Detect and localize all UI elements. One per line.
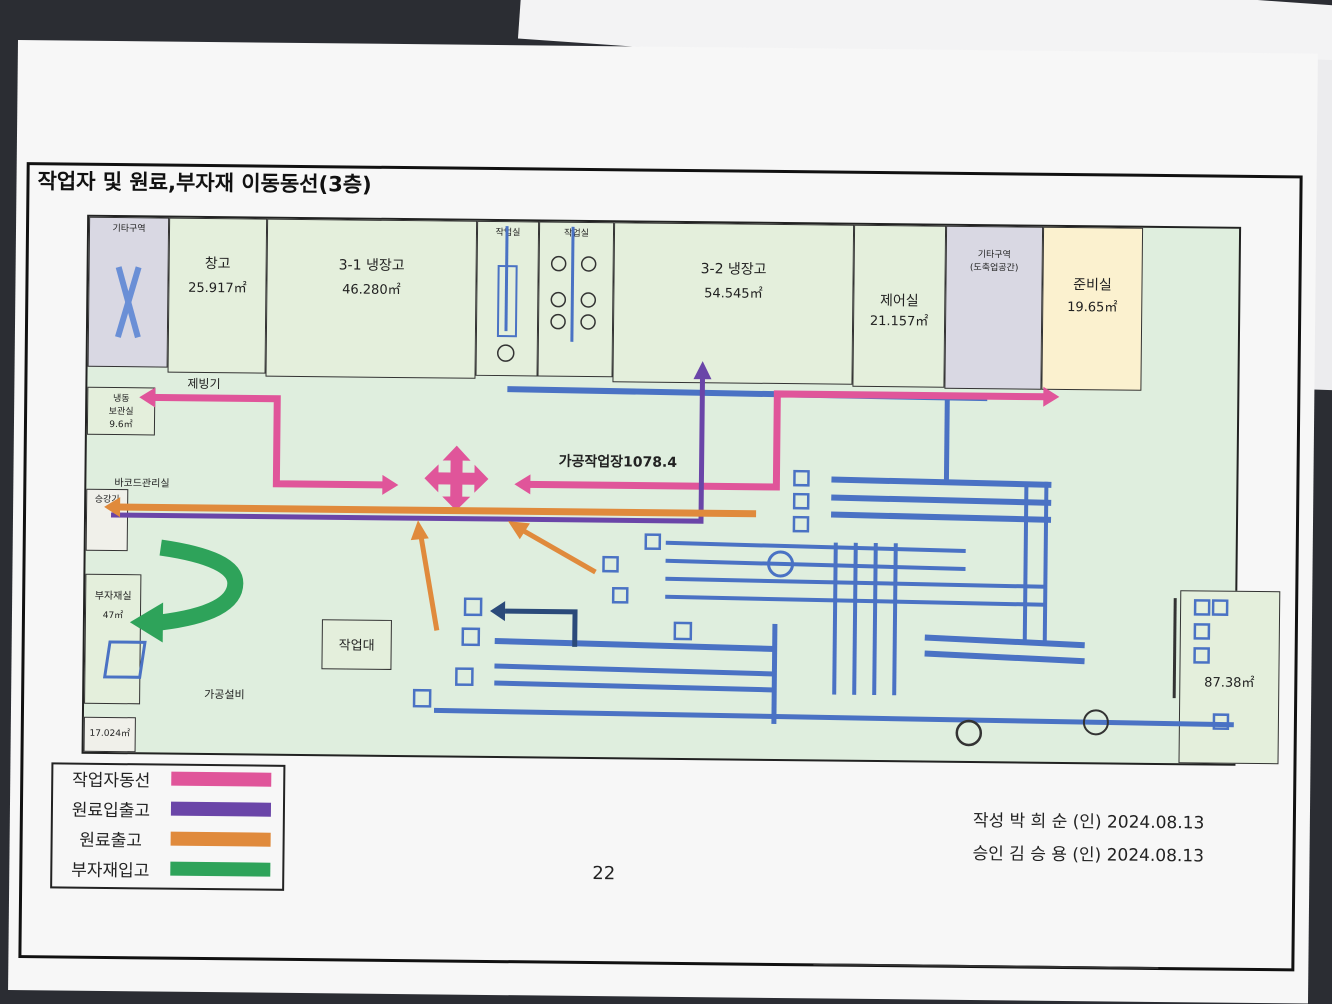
return-arrow-line — [505, 608, 578, 647]
subsidiary-in-line — [158, 539, 244, 631]
worker-smiley-icon — [1082, 709, 1109, 736]
workroom-smiley — [580, 256, 597, 272]
worker-flow-arrow — [1043, 386, 1060, 407]
conveyor-drop — [943, 397, 950, 481]
worker-flow-arrow — [382, 474, 399, 495]
workroom-smiley — [580, 292, 597, 308]
approver-signature: 승인 김 승 용 (인) 2024.08.13 — [972, 844, 1205, 867]
legend-swatch — [170, 861, 271, 877]
legend-item-label: 원료입출고 — [71, 800, 151, 821]
legend-swatch — [170, 831, 271, 847]
worker-flow-line — [526, 390, 1048, 491]
no-entry-icon — [767, 550, 795, 578]
material-out-arrow — [410, 520, 429, 541]
page-number: 22 — [592, 863, 616, 885]
legend-item: 원료출고 — [50, 822, 290, 855]
diagram-title: 작업자 및 원료,부자재 이동동선(3층) — [37, 169, 372, 197]
legend-item-label: 작업자동선 — [72, 770, 151, 791]
material-inout-arrow — [693, 361, 712, 380]
workroom-fixture — [570, 226, 575, 342]
workroom-smiley — [550, 291, 567, 308]
workroom-smiley — [580, 314, 596, 330]
author-signature: 작성 박 희 순 (인) 2024.08.13 — [972, 811, 1205, 834]
worker-flow-arrow — [514, 474, 531, 495]
other-room-mark — [115, 266, 142, 338]
legend-swatch — [170, 801, 272, 817]
workroom-smiley — [550, 313, 566, 330]
return-arrow-head — [490, 601, 506, 622]
no-entry-icon — [955, 719, 983, 747]
processing-equipment-icon — [102, 640, 147, 679]
floor-plan: 기타구역 창고 25.917㎡ 3-1 냉장고 46.280㎡ 작업실 작업실 … — [81, 214, 1281, 766]
equipment-boxes — [412, 469, 1230, 730]
legend-item-label: 부자재입고 — [71, 860, 150, 881]
material-out-arrow — [104, 497, 121, 518]
material-out-arrow — [507, 521, 530, 540]
legend-item: 부자재입고 — [50, 852, 290, 885]
legend-swatch — [171, 771, 272, 787]
worker-flow-arrow — [139, 387, 156, 408]
workroom-smiley — [496, 344, 515, 362]
legend-item: 원료입출고 — [51, 792, 291, 825]
material-out-line — [116, 503, 757, 518]
legend: 작업자동선 원료입출고 원료출고 부자재입고 — [50, 762, 291, 885]
workroom-smiley — [550, 255, 567, 272]
workroom-fixture — [504, 226, 509, 332]
legend-item-label: 원료출고 — [79, 830, 143, 851]
worker-flow-line — [147, 393, 387, 489]
document-page: 작업자 및 원료,부자재 이동동선(3층) 기타구역 창고 25.917㎡ 3-… — [8, 40, 1318, 1004]
subsidiary-in-arrow — [129, 602, 164, 643]
diagram-frame: 작업자 및 원료,부자재 이동동선(3층) 기타구역 창고 25.917㎡ 3-… — [18, 162, 1303, 972]
flow-lines — [102, 226, 1234, 747]
signature-block: 작성 박 희 순 (인) 2024.08.13 승인 김 승 용 (인) 202… — [972, 805, 1204, 873]
material-out-line — [418, 534, 440, 631]
equipment-conveyors — [433, 476, 1234, 728]
material-inout-line — [111, 373, 706, 524]
worker-hub-icon — [424, 445, 489, 511]
legend-item: 작업자동선 — [51, 762, 291, 795]
material-out-line — [519, 527, 597, 575]
